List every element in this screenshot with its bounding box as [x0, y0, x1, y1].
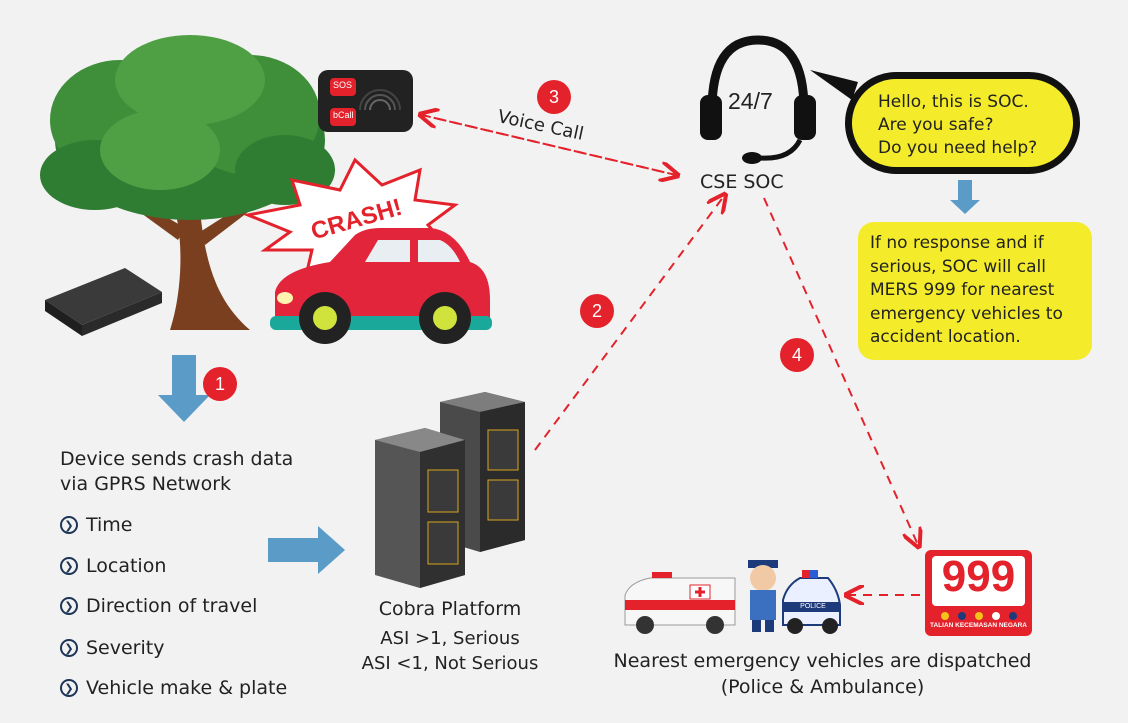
bubble-down-arrow-icon	[950, 180, 980, 214]
step-badge-3: 3	[537, 80, 571, 114]
bubble-line: Do you need help?	[878, 138, 1038, 158]
mers-999-sign-icon	[925, 550, 1032, 636]
headset-247-label: 24/7	[728, 88, 773, 114]
data-item-time: ❯ Time	[60, 514, 133, 536]
bubble-line: Are you safe?	[878, 115, 994, 135]
chevron-right-icon: ❯	[60, 679, 78, 697]
soc-name: CSE SOC	[700, 171, 784, 193]
right-arrow-icon	[268, 526, 345, 574]
dispatch-caption-line2: (Police & Ambulance)	[720, 676, 925, 698]
dispatch-caption-line1: Nearest emergency vehicles are dispatche…	[613, 650, 1032, 672]
data-item-label: Location	[86, 555, 167, 577]
police-car-icon	[782, 570, 841, 634]
connector-voice-call-back	[422, 115, 677, 176]
data-item-label: Vehicle make & plate	[86, 677, 288, 699]
device-heading-line1: Device sends crash data	[60, 448, 294, 470]
data-item-label: Severity	[86, 637, 165, 659]
down-arrow-icon	[158, 355, 210, 422]
police-car-label: POLICE	[800, 603, 826, 610]
data-item-severity: ❯ Severity	[60, 637, 164, 659]
platform-asi-not-serious: ASI <1, Not Serious	[361, 653, 539, 674]
device-heading-line2: via GPRS Network	[60, 473, 232, 495]
chevron-right-icon: ❯	[60, 597, 78, 615]
headset-icon	[700, 35, 816, 164]
soc-speech-bubble: Hello, this is SOC. Are you safe? Do you…	[845, 72, 1080, 174]
ambulance-icon	[624, 572, 736, 634]
data-item-location: ❯ Location	[60, 555, 166, 577]
data-item-direction: ❯ Direction of travel	[60, 595, 257, 617]
sos-button-label: SOS	[333, 80, 353, 90]
data-item-label: Time	[86, 514, 133, 536]
telematics-device-icon	[45, 268, 162, 336]
chevron-right-icon: ❯	[60, 557, 78, 575]
bubble-line: Hello, this is SOC.	[878, 92, 1029, 112]
connector-platform-to-soc	[534, 196, 724, 451]
step-badge-2: 2	[580, 294, 614, 328]
step-badge-1: 1	[203, 367, 237, 401]
bcall-button-label: bCall	[333, 110, 354, 120]
tree-icon	[40, 35, 335, 330]
note-line: accident location.	[870, 327, 1021, 347]
note-line: MERS 999 for nearest	[870, 280, 1055, 300]
sos-device-icon	[318, 70, 413, 132]
data-item-vehicle: ❯ Vehicle make & plate	[60, 677, 287, 699]
police-officer-icon	[748, 560, 778, 632]
car-icon	[270, 228, 492, 344]
speech-bubble-tail	[810, 70, 858, 100]
note-line: If no response and if	[870, 233, 1044, 253]
platform-asi-serious: ASI >1, Serious	[380, 628, 520, 649]
platform-name: Cobra Platform	[378, 598, 522, 620]
step-badge-4: 4	[780, 338, 814, 372]
chevron-right-icon: ❯	[60, 516, 78, 534]
server-rack-icon	[375, 392, 525, 588]
chevron-right-icon: ❯	[60, 639, 78, 657]
escalation-note: If no response and if serious, SOC will …	[858, 222, 1092, 360]
data-item-label: Direction of travel	[86, 595, 258, 617]
note-line: emergency vehicles to	[870, 303, 1063, 324]
note-line: serious, SOC will call	[870, 256, 1047, 277]
mers-999-caption: TALIAN KECEMASAN NEGARA	[929, 622, 1028, 629]
mers-999-number: 999	[941, 552, 1016, 601]
